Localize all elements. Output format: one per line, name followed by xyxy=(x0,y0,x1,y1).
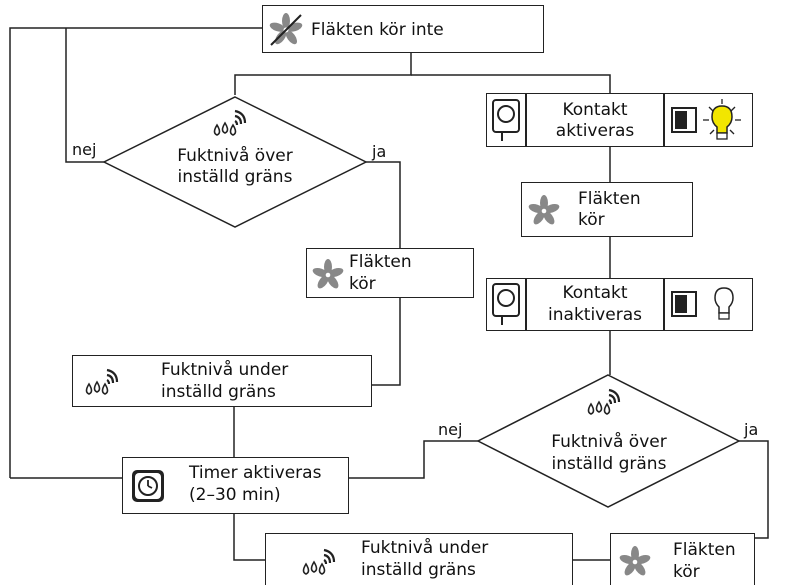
wall-switch-icon xyxy=(671,291,697,317)
node-fan-runs-right: Fläkten kör xyxy=(521,182,693,237)
node-line2: kör xyxy=(578,210,605,230)
decision-2-line2: inställd gräns xyxy=(551,454,667,474)
edge-label-no-2: nej xyxy=(438,420,463,439)
node-timer-activated: Timer aktiveras (2–30 min) xyxy=(122,457,349,514)
decision-1-line1: Fuktnivå över xyxy=(177,146,293,166)
node-fan-runs-mid: Fläkten kör xyxy=(306,248,474,298)
node-contact-deactivated: Kontakt inaktiveras xyxy=(486,278,753,331)
node-line1: Kontakt xyxy=(562,283,628,303)
node-line1: Fläkten xyxy=(578,189,641,209)
contact-plug-icon xyxy=(492,283,520,325)
node-line2: inställd gräns xyxy=(161,382,276,402)
node-line1: Fuktnivå under xyxy=(361,538,489,558)
node-line1: Fläkten xyxy=(349,252,412,272)
decision-2-line1: Fuktnivå över xyxy=(551,432,667,452)
node-line2: inaktiveras xyxy=(548,305,642,325)
light-bulb-on-icon xyxy=(703,99,741,140)
node-line1: Fläkten xyxy=(673,540,736,560)
fan-icon xyxy=(528,195,560,225)
node-fan-runs-bottom: Fläkten kör xyxy=(610,533,755,585)
node-contact-activated: Kontakt aktiveras xyxy=(486,93,753,147)
node-humidity-below-1: Fuktnivå under inställd gräns xyxy=(72,355,372,407)
node-label: Fläkten kör inte xyxy=(311,20,444,40)
edge-label-yes-1: ja xyxy=(372,142,387,161)
decision-diamond-1 xyxy=(102,96,368,228)
node-fan-not-running: Fläkten kör inte xyxy=(262,5,544,53)
humidity-drops-icon xyxy=(587,388,621,415)
node-line2: aktiveras xyxy=(555,121,635,141)
node-line2: (2–30 min) xyxy=(189,485,281,505)
fan-icon xyxy=(269,13,303,46)
fan-icon xyxy=(312,259,344,289)
node-line1: Timer aktiveras xyxy=(189,463,322,483)
fan-icon xyxy=(619,546,651,576)
timer-icon xyxy=(132,470,164,502)
node-line2: kör xyxy=(673,562,700,582)
edge-label-yes-2: ja xyxy=(744,420,759,439)
humidity-drops-icon xyxy=(213,109,247,136)
light-bulb-off-icon xyxy=(714,287,734,320)
decision-1-line2: inställd gräns xyxy=(177,167,293,187)
decision-diamond-2 xyxy=(476,374,741,508)
node-line1: Kontakt xyxy=(562,100,628,120)
wall-switch-icon xyxy=(671,107,697,133)
contact-plug-icon xyxy=(492,99,520,141)
node-line2: kör xyxy=(349,274,376,294)
node-line1: Fuktnivå under xyxy=(161,360,289,380)
node-humidity-below-2: Fuktnivå under inställd gräns xyxy=(265,533,573,585)
edge-label-no-1: nej xyxy=(72,140,97,159)
humidity-drops-icon xyxy=(85,368,119,395)
node-line2: inställd gräns xyxy=(361,560,476,580)
humidity-drops-icon xyxy=(302,548,336,575)
